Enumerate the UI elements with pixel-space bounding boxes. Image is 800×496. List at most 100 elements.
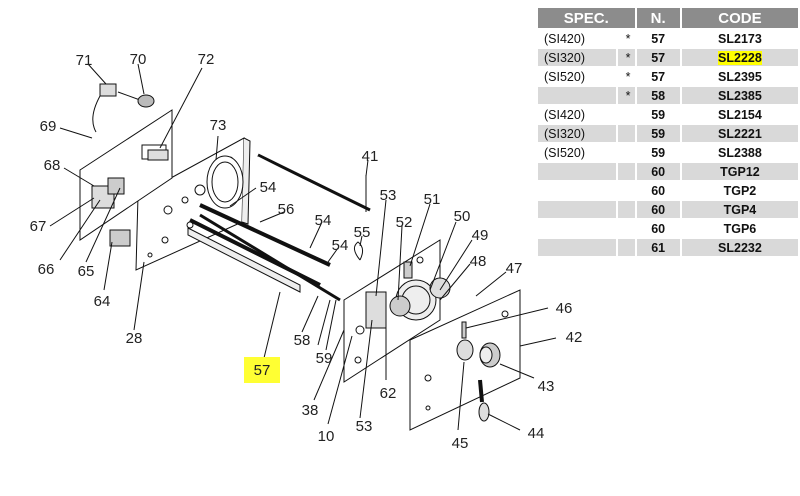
spec-cell (538, 201, 616, 218)
spec-cell: (SI520) (544, 145, 585, 160)
code-value: TGP4 (723, 202, 757, 217)
code-value: SL2173 (718, 31, 762, 46)
code-cell: SL2154 (682, 106, 798, 123)
code-cell: SL2232 (681, 239, 798, 256)
star-cell: * (617, 87, 635, 104)
code-cell: SL2228 (681, 49, 798, 66)
callout-46: 46 (556, 300, 573, 317)
table-row: (SI420) * 57 SL2173 (538, 30, 798, 47)
spec-cell (538, 239, 616, 256)
code-value: SL2385 (718, 88, 762, 103)
code-value: SL2221 (718, 126, 762, 141)
star-cell: * (617, 49, 635, 66)
code-value: TGP6 (723, 221, 757, 236)
callout-50: 50 (454, 208, 471, 225)
code-cell: TGP4 (681, 201, 798, 218)
callout-51: 51 (424, 191, 441, 208)
callout-45: 45 (452, 435, 469, 452)
star-cell (617, 239, 635, 256)
callout-73: 73 (210, 117, 227, 134)
number-cell: 60 (651, 183, 666, 198)
callout-66: 66 (38, 261, 55, 278)
number-cell: 59 (636, 125, 680, 142)
code-value: TGP2 (723, 183, 757, 198)
callout-70: 70 (130, 51, 147, 68)
callout-58: 58 (294, 332, 311, 349)
star-cell (618, 106, 635, 123)
code-cell: TGP12 (681, 163, 798, 180)
number-cell: 61 (636, 239, 680, 256)
spec-cell: (SI320) (538, 49, 616, 66)
table-row: 60 TGP12 (538, 163, 798, 180)
spec-cell: (SI420) (544, 31, 585, 46)
spec-table-header: SPEC. N. CODE (538, 8, 798, 28)
table-row: 60 TGP4 (538, 201, 798, 218)
number-cell: 60 (651, 221, 666, 236)
code-cell: SL2221 (681, 125, 798, 142)
callout-56: 56 (278, 201, 295, 218)
spec-cell (538, 163, 616, 180)
header-n: N. (636, 8, 680, 28)
callout-59: 59 (316, 350, 333, 367)
spec-cell: (SI420) (544, 107, 585, 122)
callout-64: 64 (94, 293, 111, 310)
callout-47: 47 (506, 260, 523, 277)
code-value: TGP12 (720, 164, 760, 179)
callout-54-b: 54 (315, 212, 332, 229)
header-code: CODE (681, 8, 798, 28)
callout-42: 42 (566, 329, 583, 346)
table-row: (SI320)*57 SL2228 (538, 49, 798, 66)
code-value: SL2228 (718, 50, 762, 65)
callout-69: 69 (40, 118, 57, 135)
star-cell (618, 182, 635, 199)
spec-cell (538, 220, 616, 237)
callout-52: 52 (396, 214, 413, 231)
connector-part (99, 83, 117, 97)
callout-43: 43 (538, 378, 555, 395)
callout-72: 72 (198, 51, 215, 68)
callout-57: 57 (254, 362, 271, 379)
flat-bar-57 (187, 227, 301, 293)
rotor-disk (206, 155, 244, 209)
table-row: (SI320) 59 SL2221 (538, 125, 798, 142)
table-row: (SI420) 59 SL2154 (538, 106, 798, 123)
star-cell: * (625, 31, 631, 46)
table-row: 60 TGP2 (538, 182, 798, 199)
star-cell (617, 125, 635, 142)
spec-cell: (SI320) (538, 125, 616, 142)
spec-cell: (SI520) (544, 69, 585, 84)
callout-62: 62 (380, 385, 397, 402)
callout-10: 10 (318, 428, 335, 445)
code-value: SL2388 (718, 145, 762, 160)
star-cell (618, 220, 635, 237)
star-cell (617, 201, 635, 218)
spec-cell (538, 182, 616, 199)
callout-53-a: 53 (380, 187, 397, 204)
code-cell: TGP2 (682, 182, 798, 199)
number-cell: 57 (651, 31, 666, 46)
callout-65: 65 (78, 263, 95, 280)
number-cell: 59 (651, 107, 666, 122)
callout-54-a: 54 (260, 179, 277, 196)
callout-41: 41 (362, 148, 379, 165)
number-cell: 60 (636, 163, 680, 180)
code-value: SL2154 (718, 107, 762, 122)
star-cell (617, 163, 635, 180)
callout-38: 38 (302, 402, 319, 419)
star-cell: * (625, 69, 631, 84)
callout-48: 48 (470, 253, 487, 270)
callout-54-c: 54 (332, 237, 349, 254)
table-row: 60 TGP6 (538, 220, 798, 237)
number-cell: 57 (636, 49, 680, 66)
code-cell: SL2388 (682, 144, 798, 161)
callout-68: 68 (44, 157, 61, 174)
callout-28: 28 (126, 330, 143, 347)
number-cell: 60 (636, 201, 680, 218)
callout-71: 71 (76, 52, 93, 69)
number-cell: 58 (636, 87, 680, 104)
code-value: SL2395 (718, 69, 762, 84)
